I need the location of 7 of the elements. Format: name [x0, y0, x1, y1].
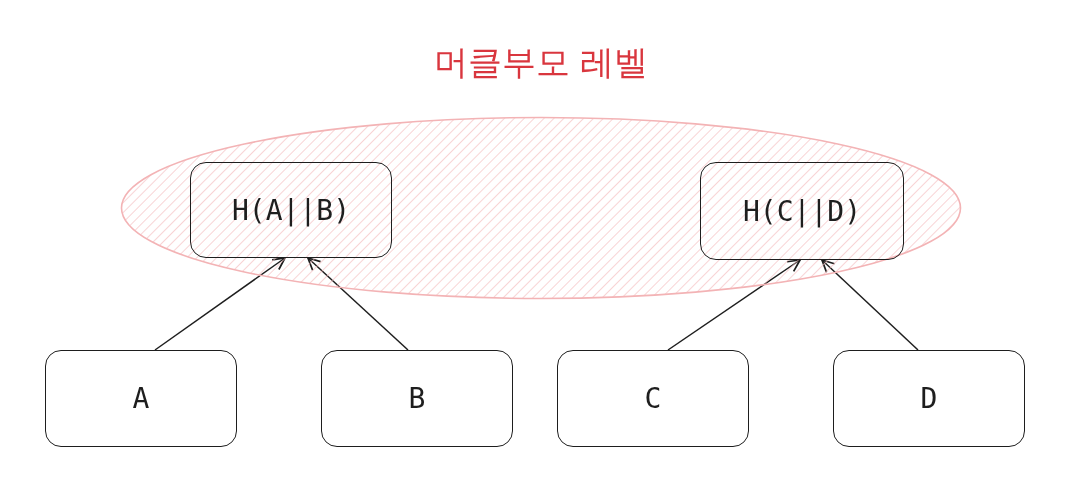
data-box: B: [321, 350, 513, 447]
level-title: 머클부모 레벨: [433, 41, 649, 84]
hash-box: H(A||B): [190, 162, 392, 258]
data-box: C: [557, 350, 749, 447]
data-box: A: [45, 350, 237, 447]
data-box: D: [833, 350, 1025, 447]
hash-box: H(C||D): [700, 162, 904, 260]
